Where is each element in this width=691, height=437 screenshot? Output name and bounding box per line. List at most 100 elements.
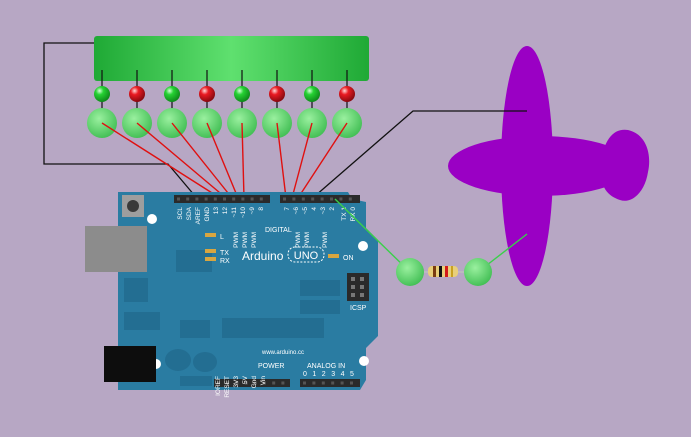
pin-label: IOREF	[215, 376, 222, 396]
header-pin	[348, 197, 352, 201]
header-pin	[292, 197, 296, 201]
led-on-label: ON	[343, 255, 354, 262]
reset-button-cap[interactable]	[127, 200, 139, 212]
header-pin	[259, 197, 263, 201]
board-chip-area	[180, 376, 212, 386]
red-led	[199, 86, 215, 102]
board-website: www.arduino.cc	[261, 350, 304, 356]
resistor-band	[451, 266, 453, 277]
analog-pin-label: 5	[350, 371, 354, 378]
icsp-header	[347, 273, 369, 301]
breadboard-node	[396, 258, 424, 286]
pin-label: ~11	[231, 207, 238, 218]
header-pin	[204, 197, 208, 201]
green-led	[304, 86, 320, 102]
icsp-pin	[351, 293, 355, 297]
mount-hole	[358, 241, 368, 251]
led-strip	[94, 36, 369, 81]
header-pin	[350, 381, 353, 385]
resistor-body	[428, 266, 458, 277]
pin-label: PWM	[242, 232, 249, 248]
icsp-pin	[360, 285, 364, 289]
red-led	[129, 86, 145, 102]
analog-header	[300, 379, 360, 387]
header-pin	[232, 197, 236, 201]
pin-label: RX 0	[350, 207, 357, 222]
red-wire	[276, 122, 287, 199]
analog-pin-label: 0	[303, 371, 307, 378]
capacitor	[165, 349, 191, 371]
header-pin	[330, 197, 333, 201]
icsp-pins	[351, 277, 364, 297]
pin-label: PWM	[304, 232, 311, 248]
red-wire	[206, 122, 239, 199]
pin-label: PWM	[233, 232, 240, 248]
icsp-pin	[351, 277, 355, 281]
header-pin	[272, 381, 276, 385]
header-pin	[253, 381, 257, 385]
red-wire	[101, 122, 221, 199]
header-pin	[320, 197, 324, 201]
pin-label: ~3	[320, 207, 327, 215]
analog-label: ANALOG IN	[307, 363, 345, 370]
header-pin	[311, 197, 315, 201]
board-chip-area	[176, 250, 212, 272]
board-outline	[118, 192, 378, 390]
resistor	[428, 266, 458, 277]
header-pin	[177, 197, 180, 201]
pin-label: ~5	[302, 207, 309, 215]
pin-label: ~6	[293, 207, 300, 215]
resistor-band	[445, 266, 448, 277]
board-chip-area	[300, 300, 340, 314]
analog-pin-label: 2	[322, 371, 326, 378]
header-pin	[186, 197, 190, 201]
breadboard-node	[464, 258, 492, 286]
analog-pin-label: 3	[331, 371, 335, 378]
header-pin	[244, 381, 248, 385]
pin-label: 3V3	[233, 376, 240, 388]
power-jack	[104, 346, 156, 382]
onboard-led-tx	[205, 249, 216, 253]
pin-label: PWM	[322, 232, 329, 248]
board-model: UNO	[294, 250, 319, 262]
pin-label: AREF	[195, 207, 202, 224]
header-pin	[339, 197, 343, 201]
red-wire	[241, 122, 245, 199]
icsp-label: ICSP	[350, 305, 367, 312]
red-led	[269, 86, 285, 102]
onboard-led-on	[328, 254, 339, 258]
onboard-led-l	[205, 233, 216, 237]
digital-label: DIGITAL	[265, 227, 292, 234]
mount-hole	[147, 214, 157, 224]
black-wire-ground	[43, 42, 196, 197]
icsp-pin	[351, 285, 355, 289]
red-wire	[297, 122, 348, 199]
airplane-shape	[448, 46, 650, 286]
red-wire	[171, 122, 233, 199]
header-pins	[177, 197, 353, 385]
header-pin	[217, 381, 220, 385]
led-tx-label: TX	[220, 250, 229, 257]
header-pin	[195, 197, 199, 201]
power-label: POWER	[258, 363, 284, 370]
header-pin	[226, 381, 230, 385]
pin-label: 12	[222, 207, 229, 215]
analog-pin-label: 1	[312, 371, 316, 378]
pin-label: Vin	[260, 376, 267, 386]
red-wire	[136, 122, 227, 199]
header-pin	[241, 197, 245, 201]
pin-label: 4	[311, 207, 318, 211]
pin-label: Gnd	[251, 376, 258, 389]
header-pin	[235, 381, 239, 385]
header-pin	[340, 381, 344, 385]
digital-header-left	[174, 195, 270, 203]
pin-label: GND	[204, 207, 211, 222]
black-wire-airplane	[314, 110, 527, 197]
green-led	[94, 86, 110, 102]
header-pin	[312, 381, 316, 385]
pin-label: 8	[258, 207, 265, 211]
